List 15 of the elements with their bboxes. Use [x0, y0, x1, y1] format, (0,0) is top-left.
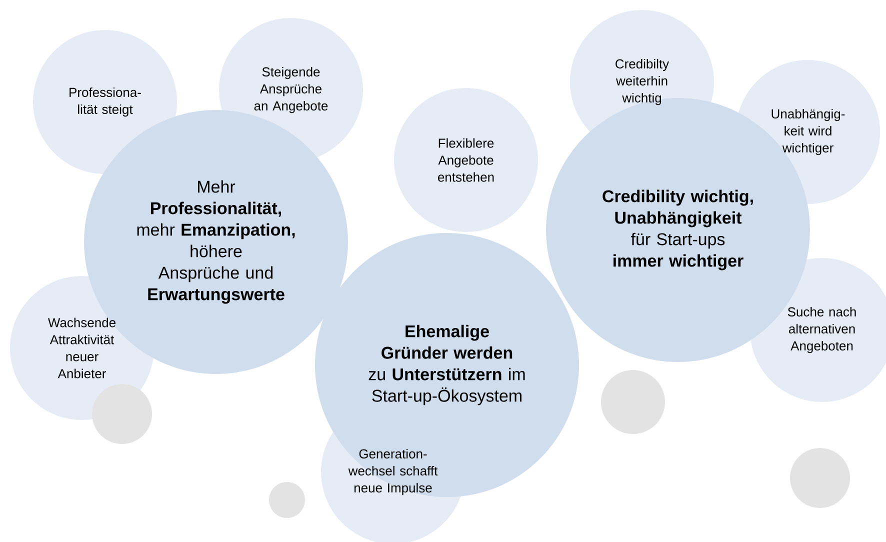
bubble-text: Professiona- lität steigt — [70, 87, 141, 117]
decorative-circle — [601, 370, 665, 434]
bubble-text: Unabhängig- keit wird wichtiger — [772, 108, 845, 156]
bubble-text: Flexiblere Angebote entstehen — [438, 138, 494, 182]
bubble-text: Mehr Professionalität, mehr Emanzipation, höhere Ansprüche und Erwartungswerte — [137, 180, 295, 304]
decorative-circle — [790, 448, 850, 508]
bubble-text: Suche nach alternativen Angeboten — [788, 306, 856, 354]
decorative-circle — [269, 482, 305, 518]
bubble-text: Steigende Ansprüche an Angebote — [254, 66, 328, 114]
bubble-text: Ehemalige Gründer werden zu Unterstützern im Start-up-Ökosystem — [368, 324, 525, 406]
decorative-circle — [92, 384, 152, 444]
bubble-text: Generation- wechsel schafft neue Impulse — [348, 448, 438, 496]
bubble-text: Wachsende Attraktivität neuer Anbieter — [48, 318, 116, 378]
bubble-text: Credibilty weiterhin wichtig — [616, 58, 670, 106]
bubble-text: Credibility wichtig, Unabhängigkeit für Start-ups immer wichtiger — [602, 190, 753, 270]
